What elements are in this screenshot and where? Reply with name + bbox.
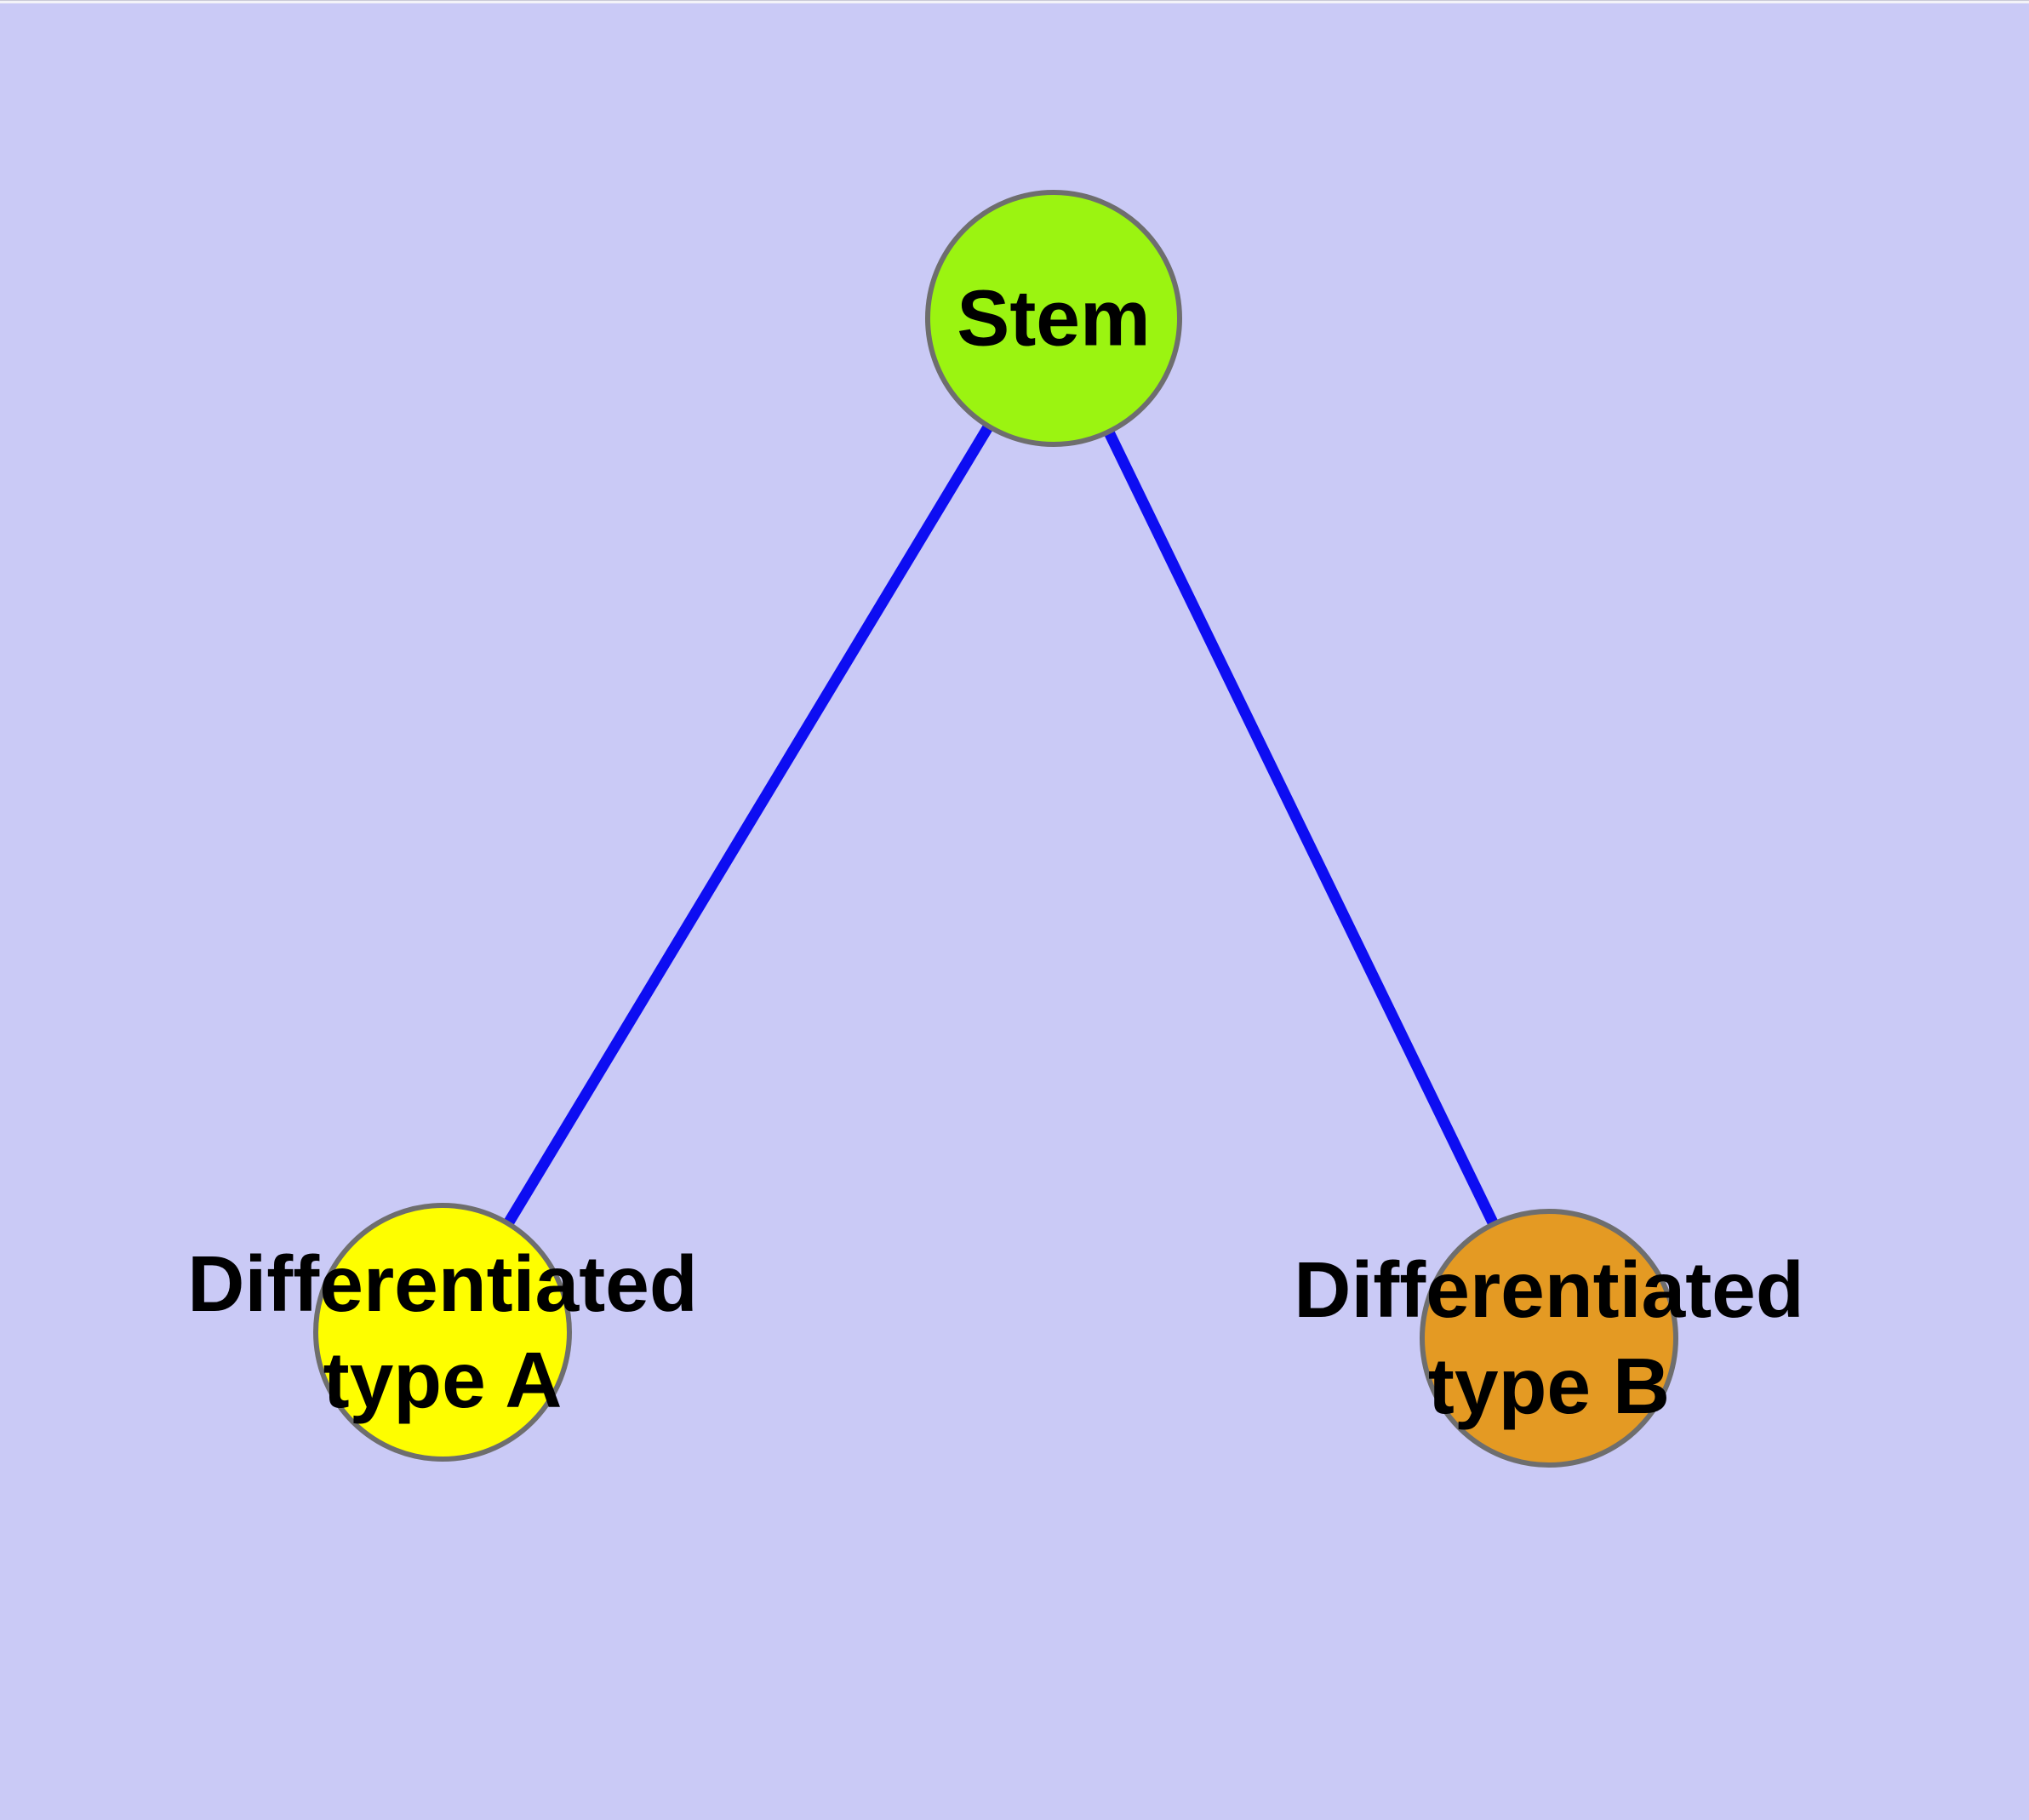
- node-label-line: type B: [1427, 1342, 1671, 1430]
- node-label-line: Differentiated: [187, 1239, 698, 1328]
- node-stem: [925, 190, 1182, 447]
- window-top-edge: [0, 0, 2029, 3]
- edge-stem-to-differentiated-type-b: [1049, 316, 1554, 1341]
- node-label-stem: Stem: [957, 271, 1150, 367]
- node-differentiated-type-a: [313, 1203, 572, 1462]
- edge-stem-to-differentiated-type-a: [437, 315, 1059, 1336]
- node-label-line: Differentiated: [1294, 1245, 1804, 1334]
- node-label-differentiated-type-a: Differentiated type A: [187, 1236, 697, 1428]
- node-label-line: Stem: [957, 273, 1151, 363]
- node-label-line: type A: [323, 1336, 563, 1424]
- node-label-differentiated-type-b: Differentiated type B: [1294, 1242, 1803, 1434]
- node-differentiated-type-b: [1420, 1209, 1678, 1468]
